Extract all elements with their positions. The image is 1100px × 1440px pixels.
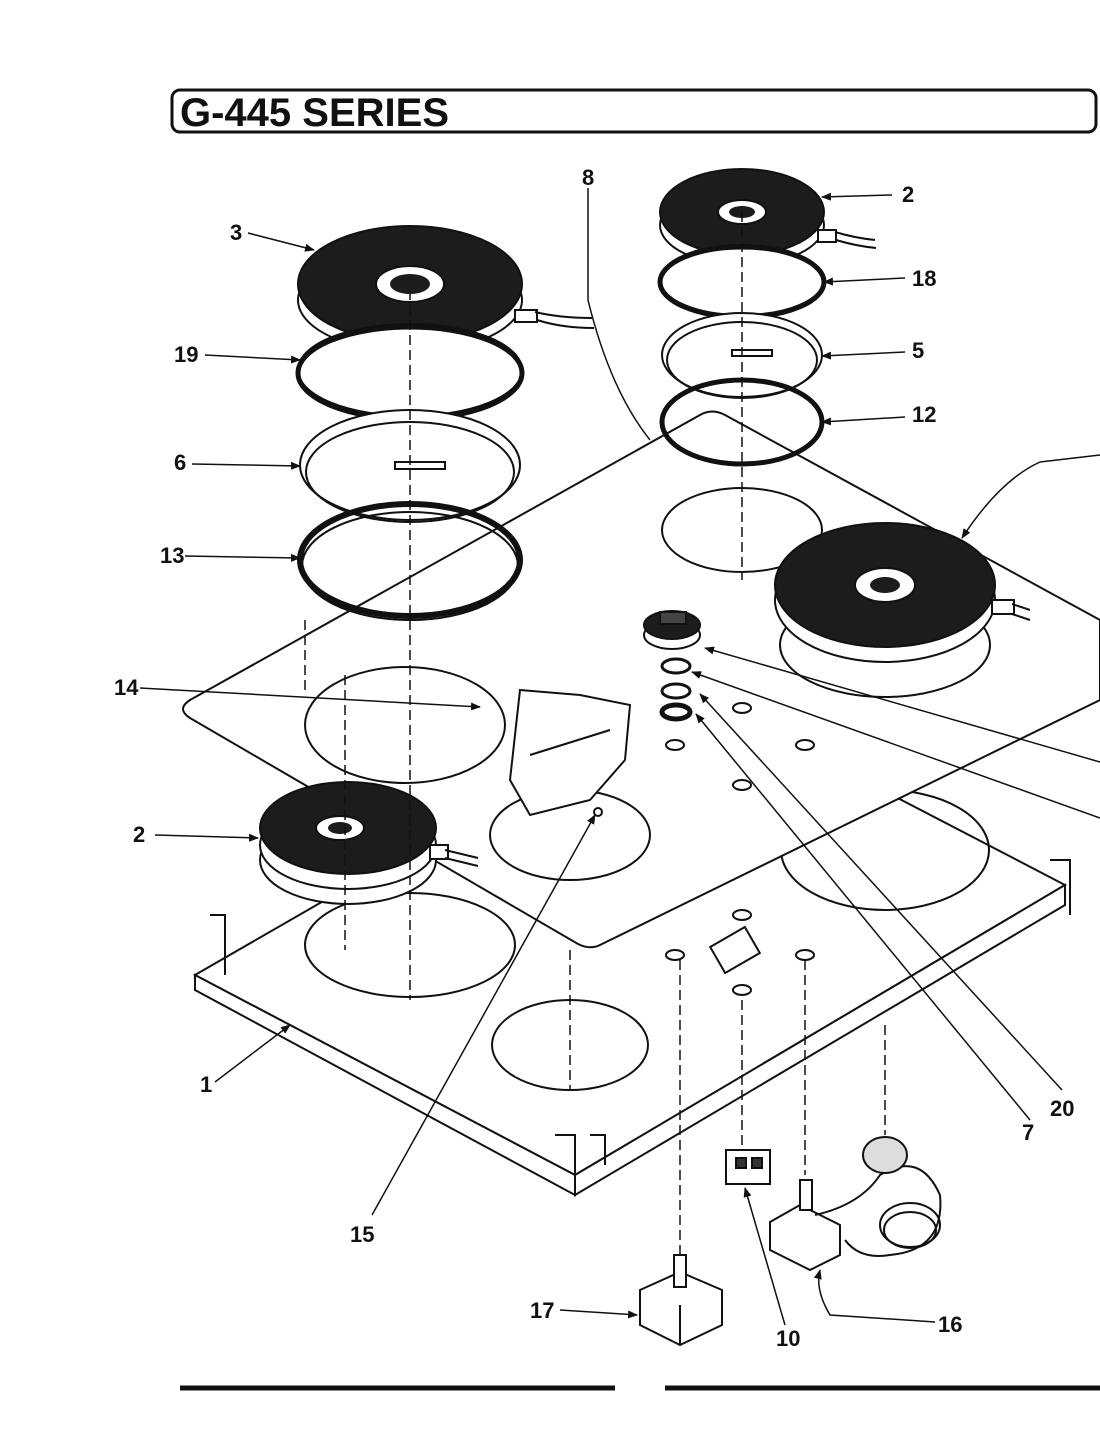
callout-17: 17 [530, 1298, 554, 1323]
title-banner: G-445 SERIES [170, 88, 1098, 135]
assembly-axes [304, 212, 886, 1255]
thermostat-16 [769, 1136, 942, 1272]
callout-8: 8 [582, 165, 594, 190]
callout-5: 5 [912, 338, 924, 363]
control-knob [643, 610, 701, 650]
callout-2-lower: 2 [133, 822, 145, 847]
callout-15: 15 [350, 1222, 374, 1247]
callout-18: 18 [912, 266, 936, 291]
surface-element-2-lower [259, 781, 479, 905]
switch-17 [639, 1254, 723, 1347]
callout-16: 16 [938, 1312, 962, 1337]
callout-1: 1 [200, 1072, 212, 1097]
mounting-bracket [508, 688, 632, 817]
callout-19: 19 [174, 342, 198, 367]
callout-20: 20 [1050, 1096, 1074, 1121]
terminal-block-10 [725, 1149, 771, 1185]
callout-7: 7 [1022, 1120, 1034, 1145]
callout-13: 13 [160, 543, 184, 568]
callout-6: 6 [174, 450, 186, 475]
callout-14: 14 [114, 675, 139, 700]
surface-element-3 [297, 225, 595, 353]
surface-element-right [774, 522, 1031, 663]
callout-2-upper: 2 [902, 182, 914, 207]
callout-12: 12 [912, 402, 936, 427]
leader-lines [139, 188, 1100, 1326]
nut-and-washers [659, 657, 693, 722]
callout-3: 3 [230, 220, 242, 245]
page-title: G-445 SERIES [180, 91, 449, 135]
callout-10: 10 [776, 1326, 800, 1351]
callouts: 3 19 6 13 14 2 1 15 8 2 18 5 12 20 7 17 … [114, 165, 1074, 1351]
